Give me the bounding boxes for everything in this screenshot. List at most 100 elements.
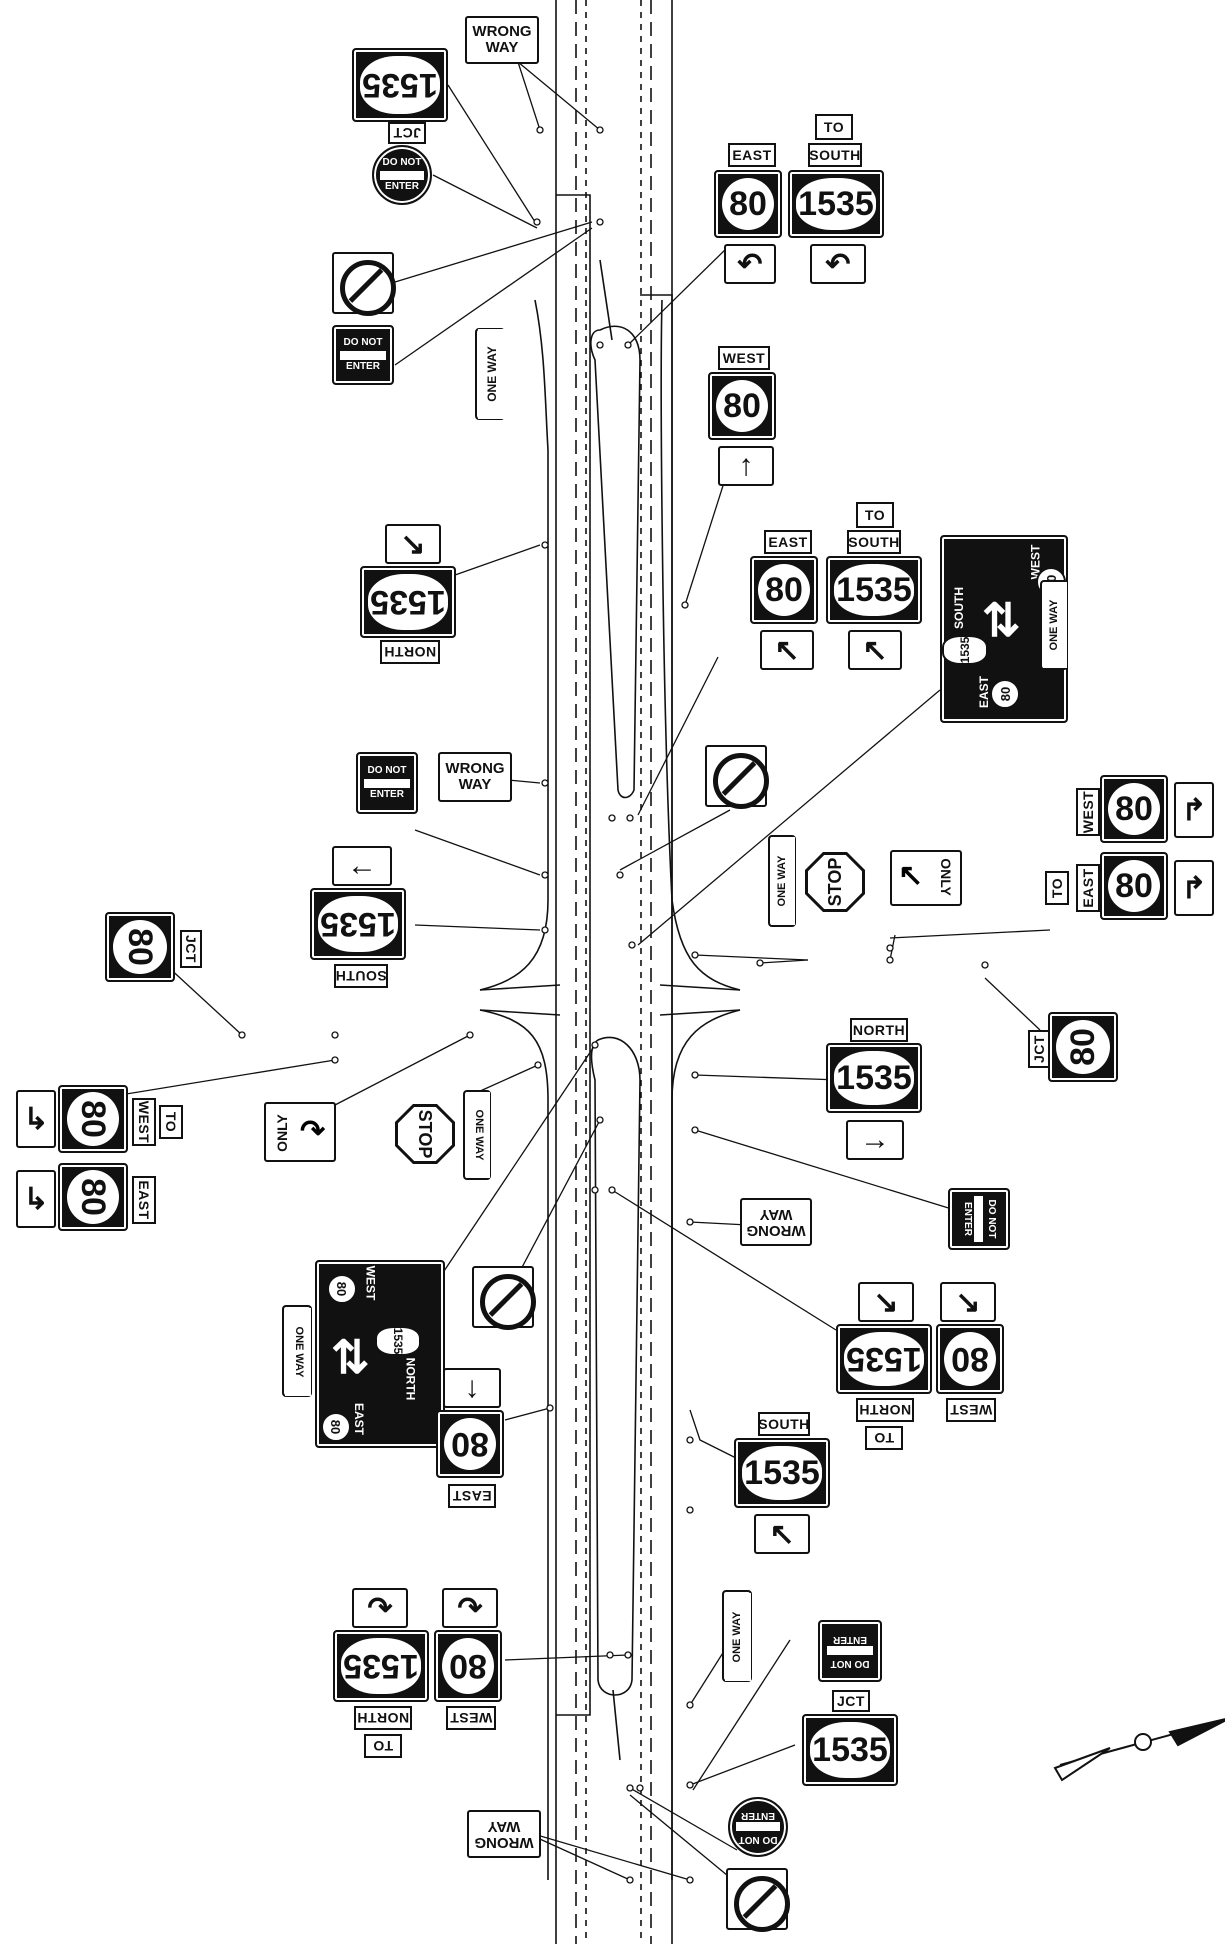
left-arrow-icon: ← — [332, 846, 392, 886]
enter-label: ENTER — [962, 1202, 974, 1236]
one-way-label: ONE WAY — [285, 1308, 311, 1396]
route-80-shield: 80 — [327, 1274, 357, 1304]
do-not-label: DO NOT — [738, 1834, 778, 1845]
wrong-label: WRONG — [445, 760, 505, 778]
jct-80-sign-west: 80 — [105, 912, 175, 982]
wrong-label: WRONG — [472, 23, 532, 41]
no-u-turn-sign-1 — [332, 252, 396, 316]
one-way-label: ONE WAY — [725, 1593, 751, 1681]
island-north — [590, 325, 641, 799]
west-plaque-3: WEST — [132, 1098, 156, 1146]
south-plaque-1: SOUTH — [808, 143, 862, 167]
crossroad-east — [659, 984, 741, 1016]
route-80-shield: 80 — [113, 920, 167, 974]
do-not-enter-sign-3: DO NOT ENTER — [356, 752, 418, 814]
wrong-way-sign-3: WRONG WAY — [740, 1198, 812, 1246]
one-way-label: ONE WAY — [478, 329, 506, 419]
route-80-shield: 80 — [321, 1412, 351, 1442]
island-south — [590, 1036, 641, 1696]
route-1535-sign-north-3: 1535 — [836, 1324, 932, 1394]
route-80-sign-west-5: 80 — [434, 1630, 502, 1702]
north-plaque-1: NORTH — [380, 640, 440, 664]
west-label: WEST — [363, 1265, 378, 1301]
median-strip-s — [612, 1689, 621, 1761]
south-label: SOUTH — [952, 587, 966, 629]
jct-plaque: JCT — [388, 122, 426, 144]
right-arrow-icon: → — [846, 1120, 904, 1160]
do-not-label: DO NOT — [830, 1658, 870, 1669]
route-1535-shield: 1535 — [318, 896, 398, 952]
to-plaque-2: TO — [856, 502, 894, 528]
way-label: WAY — [485, 39, 519, 56]
median-strip — [599, 259, 613, 341]
diagonal-arrow-icon: ↖ — [760, 630, 814, 670]
one-way-sign-3: ONE WAY — [768, 835, 796, 927]
route-80-shield: 80 — [758, 564, 810, 616]
one-way-sign-5: ONE WAY — [282, 1305, 312, 1397]
north-arrow-icon — [1053, 1718, 1225, 1782]
west-plaque-4: WEST — [946, 1398, 996, 1422]
jct-1535-sign-se: 1535 — [802, 1714, 898, 1786]
route-80-shield: 80 — [944, 1332, 996, 1386]
route-80-shield: 80 — [722, 178, 774, 230]
ramp-nw — [479, 299, 549, 991]
do-not-enter-sign-4: DO NOT ENTER — [948, 1188, 1010, 1250]
stop-label: STOP — [824, 857, 845, 907]
wrong-way-sign-north: WRONG WAY — [465, 16, 539, 64]
no-u-turn-icon — [340, 260, 396, 316]
up-arrow-icon: ↑ — [718, 446, 774, 486]
to-plaque-6: TO — [364, 1734, 402, 1758]
one-way-sign-2: ONE WAY — [1040, 580, 1068, 670]
diagonal-arrow-icon: ↖ — [848, 630, 902, 670]
to-plaque-4: TO — [159, 1105, 183, 1139]
do-not-label: DO NOT — [367, 765, 407, 776]
do-not-enter-sign-2: DO NOT ENTER — [332, 325, 394, 385]
east-label: EAST — [977, 675, 992, 709]
route-80-shield: 80 — [67, 1092, 119, 1146]
enter-label: ENTER — [370, 788, 404, 800]
do-not-enter-sign-5: DO NOT ENTER — [818, 1620, 882, 1682]
route-1535-shield: 1535 — [844, 1332, 924, 1386]
west-plaque-1: WEST — [718, 346, 770, 370]
enter-label: ENTER — [833, 1634, 867, 1646]
route-80-shield: 80 — [990, 679, 1020, 709]
left-turn-only-sign: ↖ ONLY — [890, 850, 962, 906]
south-plaque-3: SOUTH — [334, 964, 388, 988]
route-80-sign-east-2: 80 — [750, 556, 818, 624]
no-u-turn-sign-2 — [705, 745, 769, 809]
route-1535-shield: 1535 — [742, 1446, 822, 1500]
wrong-label: WRONG — [474, 1833, 534, 1851]
east-plaque-5: EAST — [448, 1484, 496, 1508]
north-plaque-2: NORTH — [850, 1018, 908, 1042]
south-plaque-4: SOUTH — [758, 1412, 810, 1436]
east-plaque-2: EAST — [764, 530, 812, 554]
no-u-turn-sign-3 — [472, 1266, 536, 1330]
route-80-shield: 80 — [1108, 860, 1160, 912]
diagonal-arrow-icon: ↘ — [940, 1282, 996, 1322]
no-u-turn-icon — [713, 753, 769, 809]
lane-arrows-icon: ⇅ — [982, 594, 1021, 646]
route-80-shield: 80 — [444, 1418, 496, 1470]
route-1535-sign-north-4: 1535 — [333, 1630, 429, 1702]
enter-label: ENTER — [346, 360, 380, 372]
only-label: ONLY — [273, 1114, 290, 1152]
turn-right-arrow-icon: ↳ — [16, 1170, 56, 1228]
lane-arrows-icon: ⇅ — [331, 1331, 370, 1383]
west-plaque-5: WEST — [446, 1706, 496, 1730]
east-label: EAST — [352, 1402, 367, 1436]
right-turn-only-sign: ONLY ↷ — [264, 1102, 336, 1162]
stop-sign-1: STOP — [805, 852, 865, 912]
turn-right-arrow-icon: ↷ — [300, 1115, 326, 1148]
turn-right-arrow-icon: ↱ — [1174, 860, 1214, 916]
route-1535-sign-south-1: 1535 — [788, 170, 884, 238]
do-not-enter-sign-1: DO NOT ENTER — [372, 145, 432, 205]
way-label: WAY — [458, 776, 492, 793]
to-plaque-5: TO — [865, 1426, 903, 1450]
way-label: WAY — [487, 1818, 521, 1835]
wrong-label: WRONG — [746, 1221, 806, 1239]
north-plaque-3: NORTH — [856, 1398, 914, 1422]
route-80-shield: 80 — [67, 1170, 119, 1224]
no-u-turn-sign-4 — [726, 1868, 790, 1932]
diagonal-arrow-icon: ↘ — [858, 1282, 914, 1322]
route-1535-shield: 1535 — [834, 564, 914, 616]
